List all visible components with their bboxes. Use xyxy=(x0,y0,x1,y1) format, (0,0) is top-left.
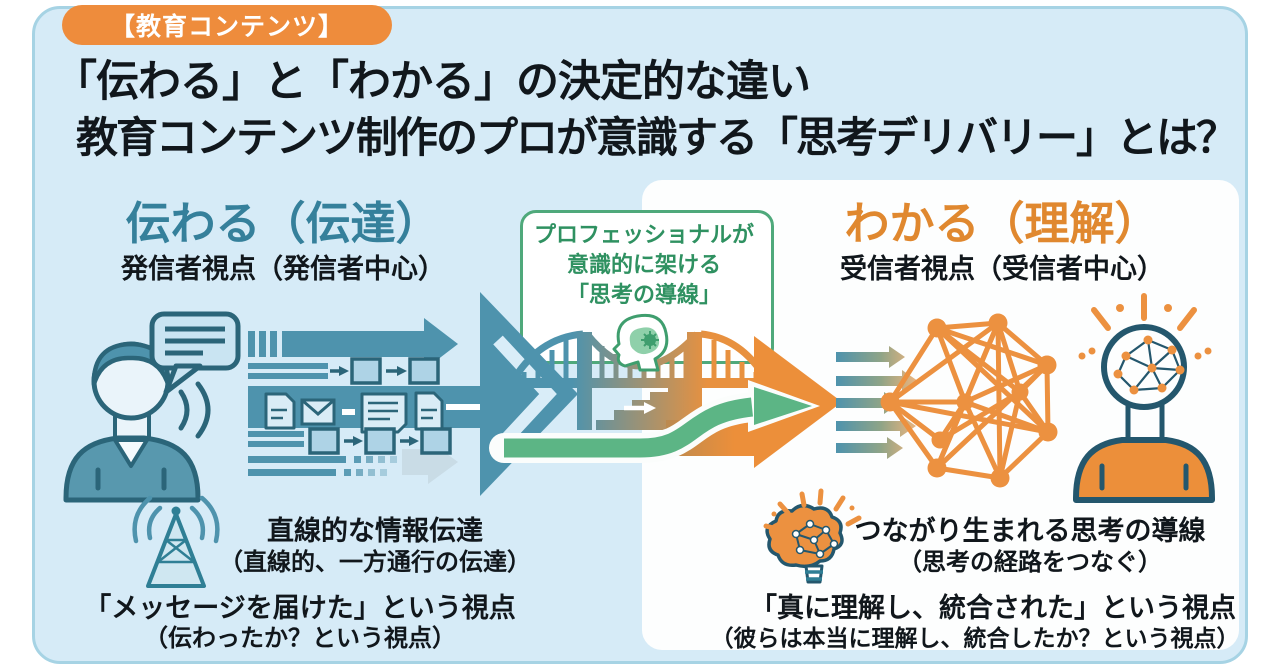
chevron-arrow-icon xyxy=(480,292,578,496)
green-flow-arrow xyxy=(489,380,820,463)
insight-rays-icon xyxy=(1078,293,1212,360)
right-feature-line-2: （思考の経路をつなぐ） xyxy=(898,549,1162,576)
brain-bulb-icon xyxy=(763,488,862,584)
left-feature-line-1: 直線的な情報伝達 xyxy=(267,516,483,546)
center-note-line-1: プロフェッショナルが xyxy=(533,222,754,247)
title-line-1: 「伝わる」と「わかる」の決定的な違い xyxy=(54,58,811,106)
receiver-person-icon xyxy=(1073,293,1215,503)
network-graphic xyxy=(880,313,1058,488)
right-viewpoint-line-1: 「真に理解し、統合された」という視点 xyxy=(750,593,1236,623)
right-section-heading: わかる（理解） xyxy=(844,198,1160,249)
speech-bubble-icon xyxy=(149,311,241,395)
sound-waves-icon xyxy=(178,381,211,439)
mind-network-icon xyxy=(1113,335,1185,395)
left-section-subheading: 発信者視点（発信者中心） xyxy=(121,254,445,284)
right-section-subheading: 受信者視点（受信者中心） xyxy=(840,254,1164,284)
linear-flow-graphic xyxy=(248,318,500,484)
right-feature-line-1: つながり生まれる思考の導線 xyxy=(854,516,1206,546)
antenna-icon xyxy=(132,495,220,588)
right-viewpoint-line-2: （彼らは本当に理解し、統合したか？という視点） xyxy=(710,625,1240,651)
left-feature-line-2: （直線的、一方通行の伝達） xyxy=(219,549,531,576)
center-note-line-2: 意識的に架ける xyxy=(566,252,721,277)
thinking-head-icon xyxy=(612,313,669,372)
title-line-2: 教育コンテンツ制作のプロが意識する「思考デリバリー」とは？ xyxy=(76,114,1238,161)
left-viewpoint-line-2: （伝わったか？という視点） xyxy=(144,625,456,652)
left-section-heading: 伝わる（伝達） xyxy=(125,198,441,249)
center-note-line-3: 「思考の導線」 xyxy=(566,282,721,307)
category-badge: 【教育コンテンツ】 xyxy=(62,5,392,45)
sender-person-icon xyxy=(63,341,201,503)
fading-arrow-icon xyxy=(402,440,458,484)
left-viewpoint-line-1: 「メッセージを届けた」という視点 xyxy=(84,593,516,623)
center-note-text: プロフェッショナルが 意識的に架ける 「思考の導線」 xyxy=(524,220,764,310)
